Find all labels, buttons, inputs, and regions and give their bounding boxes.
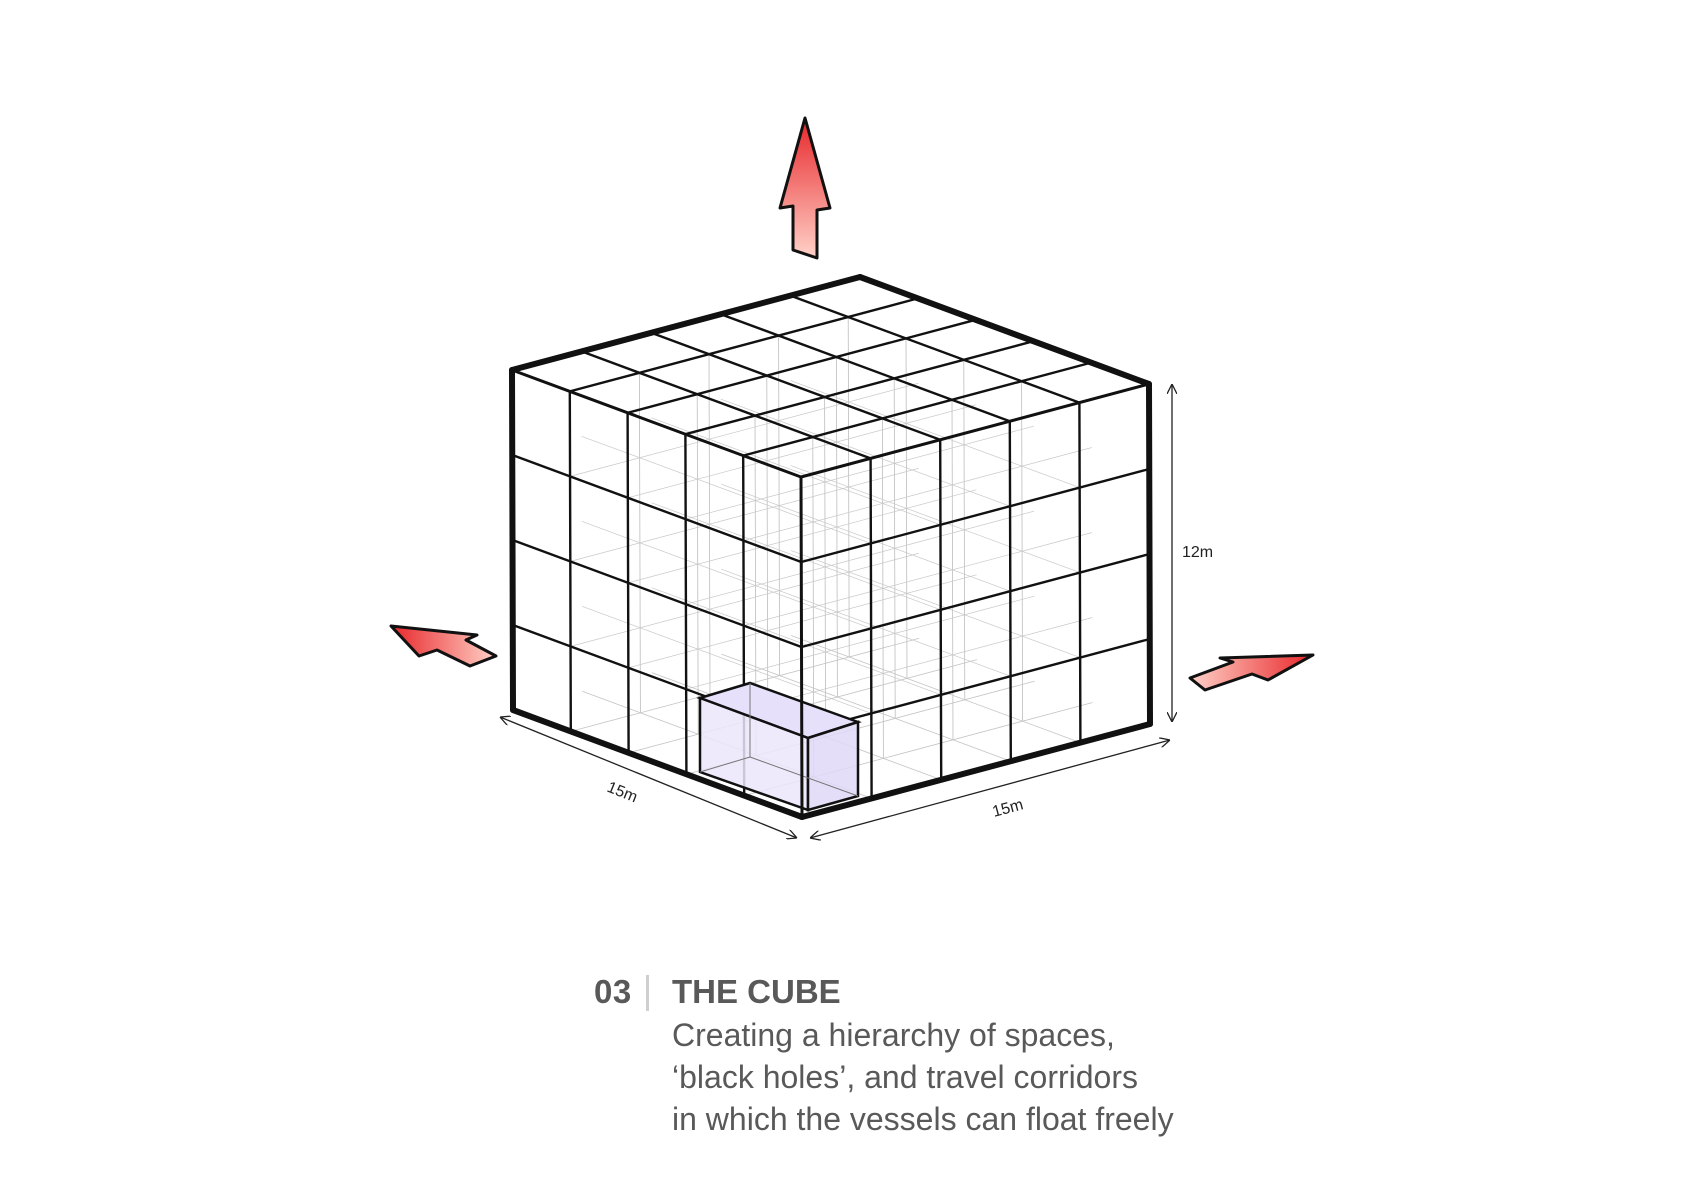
inner-depth-line: [720, 398, 1011, 507]
inner-depth-line: [720, 483, 1011, 592]
outer-grid-lines: [511, 294, 1152, 800]
arrow-up-icon: [778, 116, 832, 260]
top-grid-line: [684, 340, 1035, 436]
inner-depth-line: [790, 465, 1081, 573]
dimension-right: 15m: [810, 740, 1170, 838]
top-grid-line: [742, 361, 1093, 457]
face-horizontal-line: [800, 467, 1151, 564]
frame-edge: [1146, 381, 1153, 727]
frame-edge: [509, 367, 516, 713]
inner-depth-line: [651, 417, 941, 526]
inner-grid-lines: [569, 316, 1093, 799]
inner-depth-line: [685, 510, 1035, 605]
dimension-height: 12m: [1172, 384, 1213, 722]
top-grid-line: [719, 313, 1011, 423]
inner-depth-line: [790, 380, 1081, 488]
arrow-left-icon: [389, 624, 498, 668]
inner-depth-line: [581, 436, 872, 544]
top-grid-line: [568, 297, 919, 393]
top-grid-line: [650, 331, 942, 441]
inner-depth-line: [685, 595, 1035, 690]
inner-depth-line: [721, 568, 1011, 677]
inner-depth-line: [581, 521, 872, 629]
floor-grid-line: [791, 635, 1081, 743]
inner-depth-line: [790, 550, 1081, 658]
inner-depth-line: [582, 606, 872, 714]
frame-edge: [799, 475, 804, 819]
face-horizontal-line: [511, 453, 803, 564]
face-horizontal-line: [800, 637, 1152, 734]
face-horizontal-line: [511, 538, 803, 649]
inner-depth-line: [743, 617, 1093, 711]
arrow-right-icon: [1188, 653, 1315, 692]
frame-edge: [509, 274, 863, 373]
top-grid-line: [626, 318, 977, 414]
top-grid-line: [580, 350, 872, 460]
inner-depth-line: [743, 532, 1093, 626]
inner-depth-line: [685, 425, 1035, 520]
height-label: 12m: [1182, 544, 1213, 561]
width-left-label: 15m: [605, 779, 640, 806]
frame-edge: [799, 382, 1151, 479]
inner-depth-line: [743, 447, 1092, 541]
top-grid-line: [789, 294, 1081, 404]
inner-depth-line: [651, 587, 942, 696]
frame-edge: [510, 368, 803, 479]
inner-depth-line: [651, 502, 942, 611]
width-right-label: 15m: [991, 796, 1025, 820]
frame-edge: [857, 274, 1152, 387]
face-horizontal-line: [800, 552, 1151, 649]
